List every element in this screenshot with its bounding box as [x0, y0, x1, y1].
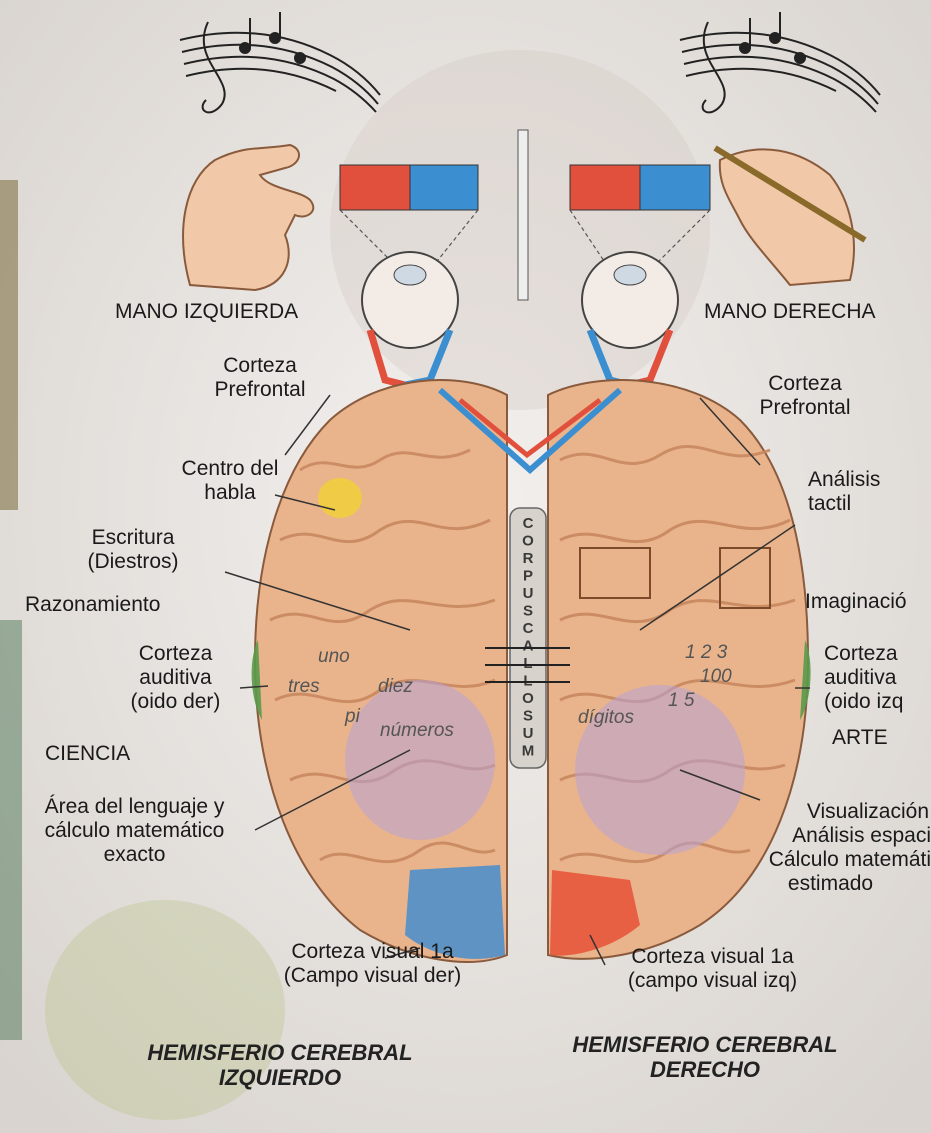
left-visual-zone: [345, 680, 495, 840]
callosum-letter: S: [523, 603, 533, 620]
callosum-letter: P: [523, 568, 533, 585]
callosum-letter: C: [523, 620, 534, 637]
right-blue-block: [640, 165, 710, 210]
divider-bar: [518, 130, 528, 300]
corteza-visual-right-label: Corteza visual 1a (campo visual izq): [595, 945, 830, 993]
callosum-letter: U: [523, 725, 534, 742]
centro-habla-label: Centro del habla: [160, 457, 300, 505]
corteza-visual-left-label: Corteza visual 1a (Campo visual der): [255, 940, 490, 988]
callosum-letter: C: [523, 515, 534, 532]
ciencia-label: CIENCIA: [45, 742, 130, 766]
brain-word-100: 100: [700, 666, 732, 688]
corteza-auditiva-right-label: Corteza auditiva (oido izq: [824, 642, 903, 714]
brain-word-digitos: dígitos: [578, 707, 634, 729]
hemisphere-right-title: HEMISFERIO CEREBRAL DERECHO: [535, 1032, 875, 1082]
brain-word-pi: pi: [345, 706, 360, 728]
visualizacion-label: Visualización Análisis espaci Cálculo ma…: [710, 800, 931, 896]
arte-label: ARTE: [832, 726, 888, 750]
razonamiento-label: Razonamiento: [25, 593, 160, 617]
callosum-letter: U: [523, 585, 534, 602]
area-lenguaje-label: Área del lenguaje y cálculo matemático e…: [12, 795, 257, 867]
brain-word-diez: diez: [378, 676, 413, 698]
left-blue-block: [410, 165, 478, 210]
callosum-letter: R: [523, 550, 534, 567]
speech-center-zone: [318, 478, 362, 518]
callosum-letter: A: [523, 638, 534, 655]
left-red-block: [340, 165, 410, 210]
callosum-letter: L: [523, 655, 532, 672]
brain-word-tres: tres: [288, 676, 320, 698]
callosum-letter: O: [522, 690, 534, 707]
brain-word-uno: uno: [318, 646, 350, 668]
corteza-prefrontal-right-label: Corteza Prefrontal: [740, 372, 870, 420]
mano-derecha-label: MANO DERECHA: [704, 300, 876, 324]
callosum-letter: O: [522, 533, 534, 550]
brain-word-15: 1 5: [668, 690, 694, 712]
callosum-letter: M: [522, 743, 535, 760]
corteza-prefrontal-left-label: Corteza Prefrontal: [195, 354, 325, 402]
callosum-letter: S: [523, 708, 533, 725]
right-red-block: [570, 165, 640, 210]
brain-word-numeros: números: [380, 720, 454, 742]
brain-word-123: 1 2 3: [685, 642, 727, 664]
hemisphere-left-title: HEMISFERIO CEREBRAL IZQUIERDO: [110, 1040, 450, 1090]
left-edge-strip: [0, 180, 18, 510]
imaginacion-label: Imaginació: [805, 590, 907, 614]
analisis-tactil-label: Análisis tactil: [808, 468, 880, 516]
escritura-label: Escritura (Diestros): [68, 526, 198, 574]
corteza-auditiva-left-label: Corteza auditiva (oido der): [108, 642, 243, 714]
mano-izquierda-label: MANO IZQUIERDA: [115, 300, 298, 324]
corpus-callosum-label: CORPUSCALLOSUM: [522, 515, 535, 760]
